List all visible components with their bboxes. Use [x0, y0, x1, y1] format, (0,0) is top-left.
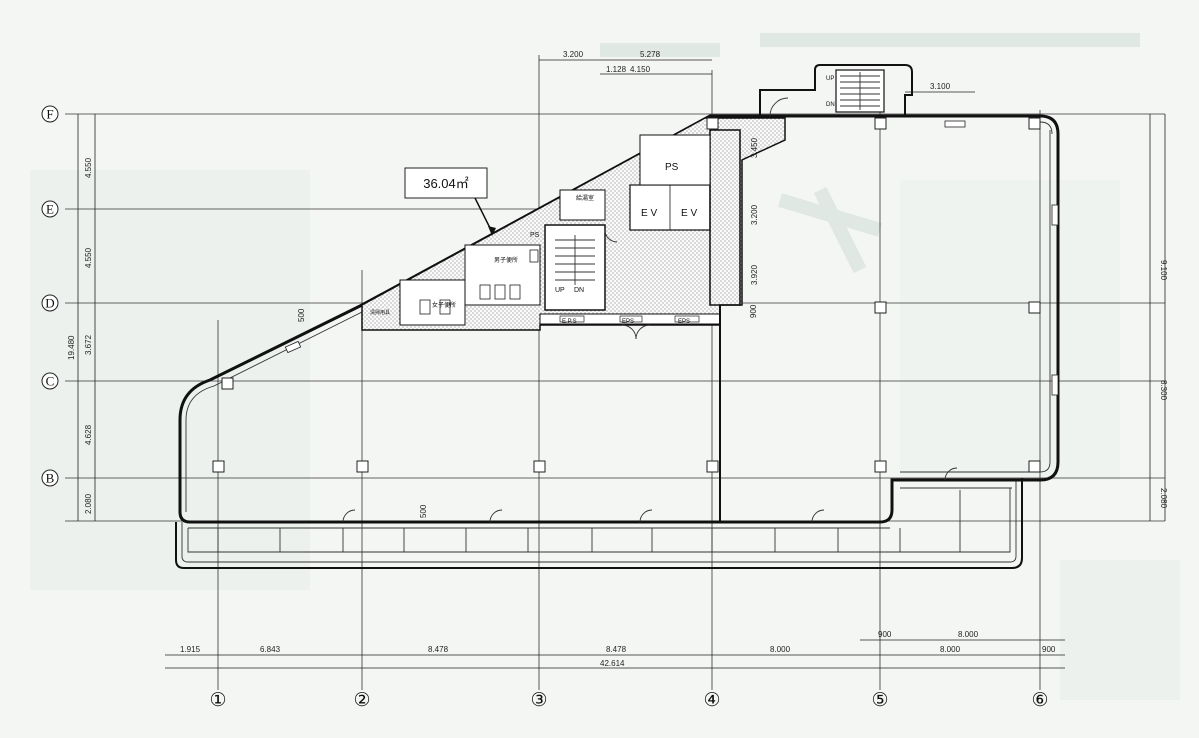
dimension-texts: 3.200 5.278 1.128 4.150 3.100 4.550 4.55…: [67, 50, 1168, 668]
label-room-2: 男子便所: [494, 256, 518, 264]
label-top-dn: DN: [826, 102, 835, 108]
dim-bottom-5: 900: [878, 630, 892, 639]
columns: [212, 117, 1041, 473]
dim-bottom2-1: 900: [1042, 645, 1056, 654]
bleed-through-ghost: [30, 33, 1180, 700]
top-stair: [759, 64, 913, 117]
dim-misc-4: 500: [419, 504, 428, 518]
dim-right-1: 8.300: [1159, 380, 1168, 401]
dim-misc-1: 3.200: [750, 204, 759, 225]
axis-bubble-F: [41, 105, 59, 123]
dim-right-0: 9.100: [1159, 260, 1168, 281]
axis-bubble-E: [41, 200, 59, 218]
label-eps-2: EPS: [622, 319, 634, 325]
axis-label-F: F: [46, 107, 53, 122]
core-rooms: [399, 129, 741, 326]
label-room-4: 清掃用具: [370, 309, 390, 316]
axis-label-C: C: [46, 374, 55, 389]
axis-label-D: D: [45, 296, 54, 311]
axis-label-2: ②: [353, 690, 370, 711]
dim-bottom-3: 8.478: [606, 645, 627, 654]
col-axis-bubbles: ① ② ③ ④ ⑤ ⑥: [209, 690, 1048, 711]
axis-label-3: ③: [530, 690, 547, 711]
doors: [342, 229, 958, 523]
dim-top-1: 5.278: [640, 50, 661, 59]
label-room-1: 給湯室: [576, 194, 594, 202]
dim-left-4: 2.080: [84, 493, 93, 514]
dim-right-2: 2.080: [1159, 488, 1168, 509]
balcony: [175, 478, 1023, 569]
label-top-up: UP: [826, 76, 834, 82]
axis-label-6: ⑥: [1031, 690, 1048, 711]
axis-label-5: ⑤: [871, 690, 888, 711]
room-labels: PS PS E V E V UP DN UP DN E.P.S EPS EPS …: [370, 76, 835, 325]
axis-bubble-C: [41, 372, 59, 390]
area-callout: 36.04㎡: [404, 167, 496, 236]
dim-top-2: 1.128: [606, 65, 627, 74]
dim-bottom-2: 8.478: [428, 645, 449, 654]
dim-top-3: 4.150: [630, 65, 651, 74]
window-units: [284, 120, 1059, 396]
axis-label-B: B: [46, 471, 55, 486]
dim-bottom-6: 8.000: [958, 630, 979, 639]
axis-label-4: ④: [703, 690, 720, 711]
label-ps-small: PS: [530, 232, 540, 239]
label-stair-dn: DN: [574, 287, 584, 294]
dim-left-1: 4.550: [84, 247, 93, 268]
dim-bottom-4: 8.000: [770, 645, 791, 654]
dim-misc-3: 500: [297, 308, 306, 322]
dim-bottom-0: 1.915: [180, 645, 201, 654]
dim-top-0: 3.200: [563, 50, 584, 59]
axis-label-E: E: [46, 202, 54, 217]
label-room-3: 女子便所: [432, 301, 456, 309]
dim-bottom2-0: 8.000: [940, 645, 961, 654]
axis-bubble-B: [41, 469, 59, 487]
row-axis-bubbles: F E D C B: [41, 105, 59, 487]
area-arrowhead: [488, 226, 496, 236]
area-callout-box: [404, 167, 488, 199]
axis-label-1: ①: [209, 690, 226, 711]
label-ps-main: PS: [665, 162, 679, 173]
label-ev-1: E V: [641, 208, 657, 219]
dim-total: 42.614: [600, 659, 625, 668]
dim-misc-2: 3.920: [750, 264, 759, 285]
label-stair-up: UP: [555, 287, 565, 294]
area-label: 36.04㎡: [423, 176, 469, 191]
dim-top-4: 3.100: [930, 82, 951, 91]
label-eps-1: E.P.S: [562, 319, 577, 325]
dim-bottom-1: 6.843: [260, 645, 281, 654]
dim-left-2: 3.672: [84, 334, 93, 355]
dim-left-5: 19.480: [67, 335, 76, 360]
label-ev-2: E V: [681, 208, 697, 219]
label-eps-3: EPS: [678, 319, 690, 325]
dim-misc-5: 900: [749, 304, 758, 318]
dim-misc-0: 3.450: [750, 137, 759, 158]
dim-left-0: 4.550: [84, 157, 93, 178]
dimension-lines: [77, 59, 1166, 669]
exterior-wall: [178, 114, 1060, 524]
dim-left-3: 4.628: [84, 424, 93, 445]
axis-bubble-D: [41, 294, 59, 312]
